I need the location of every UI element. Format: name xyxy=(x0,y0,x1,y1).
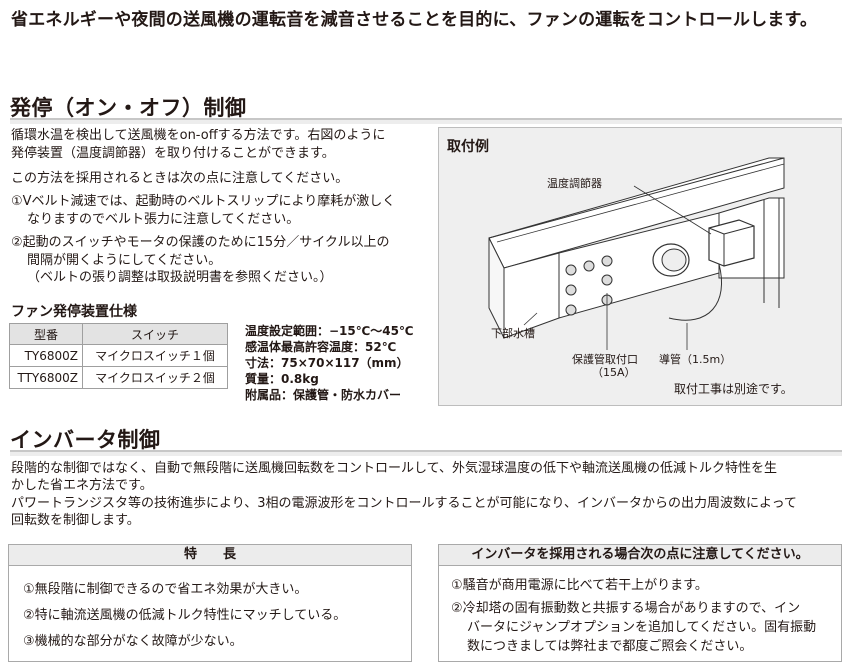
diagram-title: 取付例 xyxy=(447,139,489,155)
onoff-note-1-cont: なりますのでベルト張力に注意してください。 xyxy=(27,212,300,227)
spec-item: 附属品：保護管・防水カバー xyxy=(245,388,402,402)
inverter-cautions-box: インバータを採用される場合次の点に注意してください。 ①騒音が商用電源に比べて若… xyxy=(438,544,842,662)
onoff-note-1: ①Vベルト減速では、起動時のベルトスリップにより摩耗が激しく xyxy=(11,194,396,209)
feature-item: ①無段階に制御できるので省エネ効果が大きい。 xyxy=(23,582,308,597)
inverter-paragraph-line: 回転数を制御します。 xyxy=(11,513,140,528)
cooling-tower-illustration xyxy=(488,157,785,350)
spec-item: 感温体最高許容温度：52℃ xyxy=(245,340,397,354)
installation-diagram: 取付例 温度調節器 下部水槽 xyxy=(438,127,842,406)
caution-item-cont: 数につきましては弊社まで都度ご照会ください。 xyxy=(467,639,753,654)
spec-list: 温度設定範囲：−15℃〜45℃ 感温体最高許容温度：52℃ 寸法：75×70×1… xyxy=(245,323,414,403)
onoff-paragraph-line: 循環水温を検出して送風機をon-offする方法です。右図のように xyxy=(11,128,386,143)
heading-rule xyxy=(10,118,842,124)
onoff-note-2-cont: 間隔が開くようにしてください。 xyxy=(27,253,222,268)
label-thermostat: 温度調節器 xyxy=(547,177,602,190)
inverter-paragraph-line: かした省エネ方法です。 xyxy=(11,478,153,493)
spec-header-model: 型番 xyxy=(9,323,83,345)
features-title: 特 長 xyxy=(9,545,411,566)
feature-item: ③機械的な部分がなく故障が少ない。 xyxy=(23,634,243,649)
spec-header-switch: スイッチ xyxy=(82,323,228,345)
spec-table: 型番 スイッチ TY6800Z マイクロスイッチ１個 TTY6800Z マイクロ… xyxy=(9,323,228,389)
diagram-note: 取付工事は別途です。 xyxy=(674,382,793,396)
caution-item: ②冷却塔の固有振動数と共振する場合がありますので、イン xyxy=(451,601,801,616)
table-row: TY6800Z マイクロスイッチ１個 xyxy=(9,344,228,367)
inverter-heading: インバータ制御 xyxy=(10,428,161,452)
cautions-title: インバータを採用される場合次の点に注意してください。 xyxy=(439,545,841,566)
label-port-size: （15A） xyxy=(592,366,636,379)
onoff-caution-intro: この方法を採用されるときは次の点に注意してください。 xyxy=(11,171,349,186)
features-box: 特 長 ①無段階に制御できるので省エネ効果が大きい。 ②特に軸流送風機の低減トル… xyxy=(8,544,412,662)
heading-rule xyxy=(10,450,842,456)
label-port: 保護管取付口 xyxy=(572,353,638,366)
inverter-paragraph-line: パワートランジスタ等の技術進歩により、3相の電源波形をコントロールすることが可能… xyxy=(11,496,797,511)
onoff-paragraph-line: 発停装置（温度調節器）を取り付けることができます。 xyxy=(11,146,335,161)
lead-text: 省エネルギーや夜間の送風機の運転音を減音させることを目的に、ファンの運転をコント… xyxy=(11,10,818,30)
inverter-paragraph-line: 段階的な制御ではなく、自動で無段階に送風機回転数をコントロールして、外気湿球温度… xyxy=(11,461,777,476)
spec-header-row: 型番 スイッチ xyxy=(9,323,228,345)
spec-switch-cell: マイクロスイッチ２個 xyxy=(82,366,228,389)
onoff-note-2: ②起動のスイッチやモータの保護のために15分／サイクル以上の xyxy=(11,235,390,250)
feature-item: ②特に軸流送風機の低減トルク特性にマッチしている。 xyxy=(23,608,347,623)
spec-switch-cell: マイクロスイッチ１個 xyxy=(82,344,228,367)
spec-item: 寸法：75×70×117（mm） xyxy=(245,356,409,370)
caution-item: ①騒音が商用電源に比べて若干上がります。 xyxy=(451,578,708,593)
onoff-note-2-cont: （ベルトの張り調整は取扱説明書を参照ください。） xyxy=(27,270,333,285)
table-row: TTY6800Z マイクロスイッチ２個 xyxy=(9,366,228,389)
spec-model-cell: TTY6800Z xyxy=(9,366,83,389)
spec-model-cell: TY6800Z xyxy=(9,344,83,367)
spec-title: ファン発停装置仕様 xyxy=(11,304,137,320)
label-lower-basin: 下部水槽 xyxy=(491,327,535,340)
caution-item-cont: バータにジャンプオプションを追加してください。固有振動 xyxy=(467,620,817,635)
spec-item: 温度設定範囲：−15℃〜45℃ xyxy=(245,324,414,338)
label-conduit: 導管（1.5m） xyxy=(659,353,732,366)
onoff-heading: 発停（オン・オフ）制御 xyxy=(10,96,247,120)
spec-item: 質量：0.8kg xyxy=(245,372,319,386)
